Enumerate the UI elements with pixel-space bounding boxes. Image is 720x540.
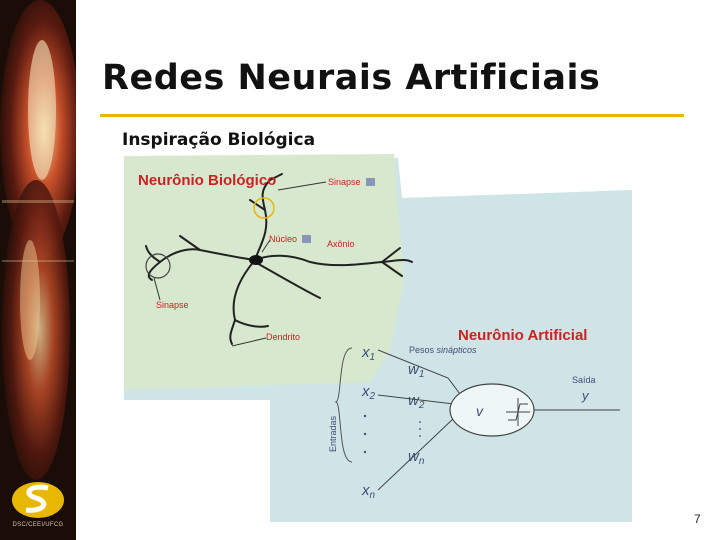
footer-caption: DSC/CEEI/UFCG — [12, 522, 64, 528]
ellipsis-dots — [363, 414, 421, 454]
var-subscript: 2 — [418, 400, 425, 411]
dsc-logo — [12, 482, 64, 518]
play-icon — [302, 235, 311, 243]
biological-neuron — [145, 173, 413, 345]
artificial-title: Neurônio Artificial — [458, 327, 587, 344]
weight-w2: w2 — [408, 392, 425, 411]
var-subscript: 2 — [369, 391, 376, 402]
var-subscript: n — [419, 456, 425, 467]
page-number: 7 — [694, 512, 701, 526]
input-xn: xn — [361, 482, 376, 501]
activation-function-icon — [506, 398, 530, 426]
nucleus-dot — [249, 255, 263, 265]
var-name: x — [361, 383, 370, 400]
sidebar-decoration: DSC/CEEI/UFCG — [0, 0, 76, 540]
pesos-label-italic: sinápticos — [437, 345, 478, 355]
pesos-label: Pesos sinápticos — [409, 345, 477, 355]
title-underline — [100, 114, 684, 117]
entradas-label: Entradas — [328, 415, 338, 452]
input-x2: x2 — [361, 383, 376, 402]
bio-panel — [124, 154, 404, 390]
var-subscript: 1 — [419, 369, 425, 380]
pesos-label-part: Pesos — [409, 345, 437, 355]
saida-label: Saída — [572, 375, 596, 385]
var-name: w — [408, 392, 420, 409]
neuron-node — [449, 383, 535, 437]
label-sinapse-top: Sinapse — [328, 177, 361, 187]
bio-pointer-arrows — [153, 181, 327, 347]
neuron-diagram: Neurônio Biológico Sinapse Núcleo Axônio… — [120, 150, 632, 522]
var-subscript: n — [370, 490, 376, 501]
var-name: x — [361, 344, 370, 361]
nebula-image — [0, 0, 76, 540]
label-dendrito: Dendrito — [266, 332, 300, 342]
entradas-brace — [334, 347, 353, 463]
play-icon — [366, 178, 375, 186]
bio-title: Neurônio Biológico — [138, 172, 276, 189]
label-nucleo: Núcleo — [269, 234, 297, 244]
activation-v: v — [476, 403, 484, 419]
input-connections — [377, 349, 461, 491]
var-name: x — [361, 482, 370, 499]
label-axonio: Axônio — [327, 239, 355, 249]
sinapse-highlight-left — [145, 253, 171, 279]
slide-title: Redes Neurais Artificiais — [102, 58, 601, 98]
slide-subtitle: Inspiração Biológica — [122, 130, 316, 150]
var-subscript: 1 — [370, 352, 376, 363]
input-x1: x1 — [361, 344, 375, 363]
sinapse-highlight-top — [253, 197, 275, 219]
label-sinapse-left: Sinapse — [156, 300, 189, 310]
output-y: y — [581, 388, 590, 403]
